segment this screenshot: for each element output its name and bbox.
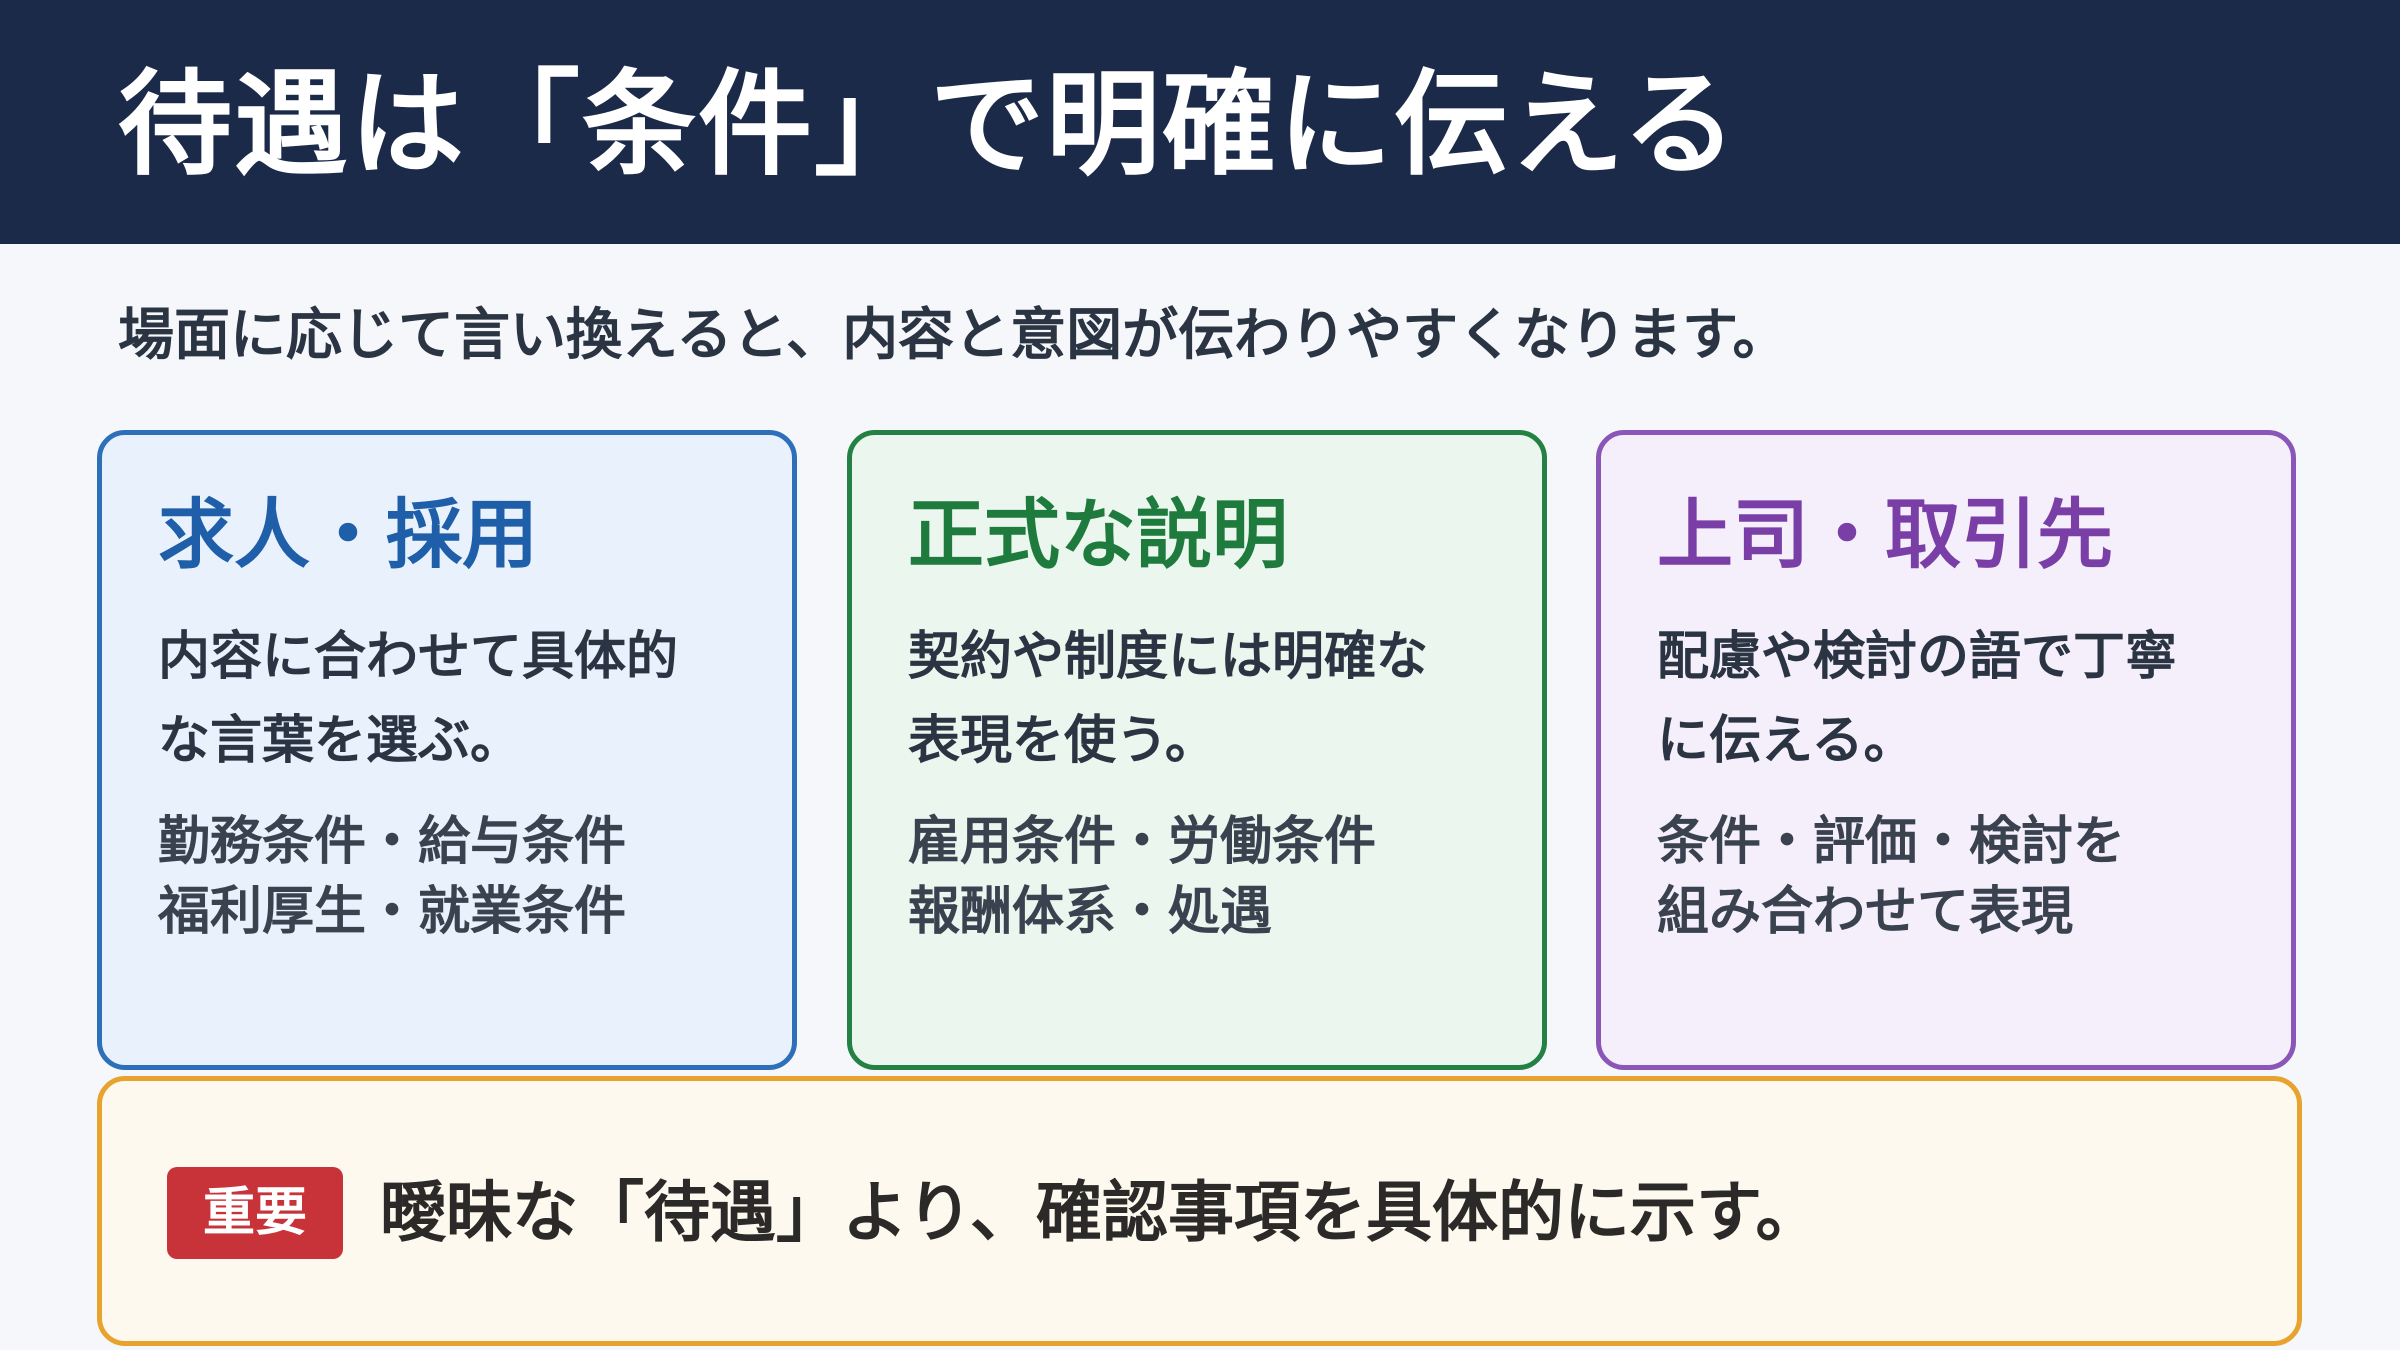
card-description-line: 契約や制度には明確な bbox=[908, 627, 1429, 687]
page-title: 待遇は「条件」で明確に伝える bbox=[118, 58, 1739, 191]
card-examples: 条件・評価・検討を 組み合わせて表現 bbox=[1657, 807, 2257, 947]
card-description-line: に伝える。 bbox=[1657, 711, 1916, 771]
important-note-text: 曖昧な「待遇」より、確認事項を具体的に示す。 bbox=[380, 1174, 1822, 1251]
card-example-line: 雇用条件・労働条件 bbox=[908, 812, 1377, 872]
card-title: 正式な説明 bbox=[908, 490, 1288, 579]
card-title: 上司・取引先 bbox=[1657, 490, 2113, 579]
card-example-line: 組み合わせて表現 bbox=[1657, 882, 2074, 942]
header-banner: 待遇は「条件」で明確に伝える bbox=[0, 0, 2400, 244]
card-formal-explanation: 正式な説明 契約や制度には明確な 表現を使う。 雇用条件・労働条件 報酬体系・処… bbox=[847, 430, 1547, 1070]
card-example-line: 勤務条件・給与条件 bbox=[158, 812, 627, 872]
card-description: 配慮や検討の語で丁寧 に伝える。 bbox=[1657, 615, 2257, 783]
card-recruitment: 求人・採用 内容に合わせて具体的 な言葉を選ぶ。 勤務条件・給与条件 福利厚生・… bbox=[97, 430, 797, 1070]
card-boss-client: 上司・取引先 配慮や検討の語で丁寧 に伝える。 条件・評価・検討を 組み合わせて… bbox=[1596, 430, 2296, 1070]
card-description-line: 内容に合わせて具体的 bbox=[158, 627, 679, 687]
card-example-line: 福利厚生・就業条件 bbox=[158, 882, 627, 942]
card-example-line: 条件・評価・検討を bbox=[1657, 812, 2126, 872]
card-description-line: な言葉を選ぶ。 bbox=[158, 711, 523, 771]
card-examples: 雇用条件・労働条件 報酬体系・処遇 bbox=[908, 807, 1508, 947]
card-examples: 勤務条件・給与条件 福利厚生・就業条件 bbox=[158, 807, 758, 947]
important-badge: 重要 bbox=[167, 1167, 343, 1259]
page-subtitle: 場面に応じて言い換えると、内容と意図が伝わりやすくなります。 bbox=[118, 303, 1789, 368]
important-note-box: 重要 曖昧な「待遇」より、確認事項を具体的に示す。 bbox=[97, 1076, 2302, 1346]
card-description: 契約や制度には明確な 表現を使う。 bbox=[908, 615, 1508, 783]
card-description-line: 表現を使う。 bbox=[908, 711, 1217, 771]
card-description: 内容に合わせて具体的 な言葉を選ぶ。 bbox=[158, 615, 758, 783]
card-title: 求人・採用 bbox=[158, 490, 538, 579]
card-description-line: 配慮や検討の語で丁寧 bbox=[1657, 627, 2178, 687]
card-example-line: 報酬体系・処遇 bbox=[908, 882, 1273, 942]
